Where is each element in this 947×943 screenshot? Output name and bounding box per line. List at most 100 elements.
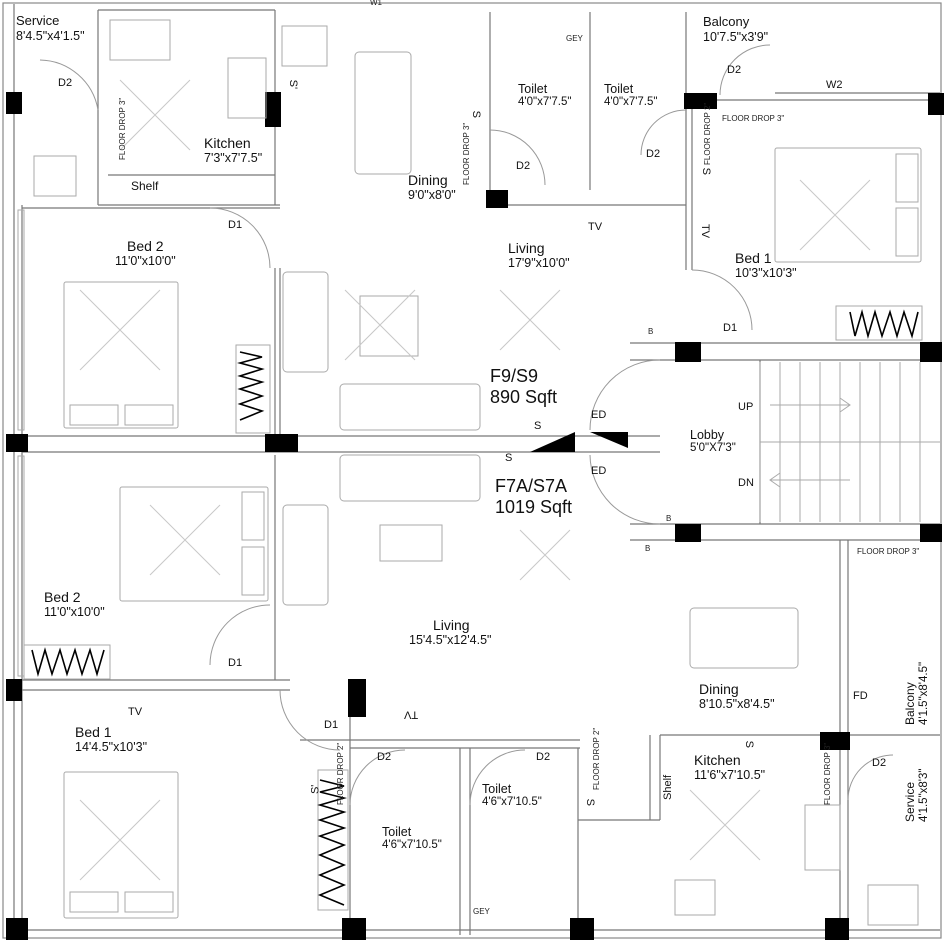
room-name: Toilet — [518, 82, 548, 96]
soil-pipe-tag: S — [469, 110, 482, 118]
door-tag: D1 — [324, 719, 339, 731]
unit-code: F7A/S7A — [495, 476, 568, 496]
lobby: Lobby 5'0"X7'3" — [690, 428, 736, 456]
switch-tag: B — [666, 514, 672, 523]
door-swings — [39, 44, 894, 806]
door-tag: D2 — [646, 148, 661, 160]
room-name: Living — [508, 240, 545, 256]
stair-up-label: UP — [738, 401, 754, 413]
tv-tag: TV — [588, 221, 603, 233]
floor-drop-tag: FLOOR DROP 3" — [722, 114, 785, 123]
room-name: Toilet — [382, 825, 412, 839]
structural-columns — [6, 92, 944, 940]
soil-pipe-tag: S — [699, 167, 712, 175]
soil-pipe-tag: S' — [287, 79, 300, 90]
room-living-upper: Living 17'9"x10'0" — [508, 240, 570, 270]
room-dims: 8'10.5"x8'4.5" — [699, 697, 775, 712]
stair-treads — [759, 362, 940, 522]
room-dims: 14'4.5"x10'3" — [75, 740, 148, 755]
door-tag-ed: ED — [591, 465, 607, 477]
unit-area: 1019 Sqft — [495, 496, 573, 517]
room-name: Balcony — [703, 14, 750, 29]
room-name: Service — [903, 781, 917, 822]
room-name: Bed 1 — [735, 250, 772, 266]
tv-tag: TV — [699, 224, 711, 239]
room-toilet-upper-a: Toilet 4'0"x7'7.5" — [518, 82, 571, 110]
room-dims: 15'4.5"x12'4.5" — [409, 633, 492, 648]
wardrobe-hatching — [31, 308, 919, 906]
room-dims: 11'6"x7'10.5" — [694, 768, 766, 783]
floor-drop-tag: FLOOR DROP 3" — [823, 742, 832, 805]
room-name: Lobby — [690, 428, 725, 442]
door-tag: D1 — [723, 322, 738, 334]
room-dims: 8'4.5"x4'1.5" — [16, 28, 85, 43]
room-name: Kitchen — [694, 752, 741, 768]
shelf-upper: Shelf — [131, 179, 159, 193]
switch-tag: B — [648, 327, 654, 336]
door-tag-ed: ED — [591, 409, 607, 421]
room-balcony-upper: Balcony 10'7.5"x3'9" — [703, 14, 769, 44]
room-dims: 4'6"x7'10.5" — [482, 796, 542, 809]
room-kitchen-lower: Kitchen 11'6"x7'10.5" — [694, 752, 765, 782]
room-name: Toilet — [482, 782, 512, 796]
room-bed1-lower: Bed 1 14'4.5"x10'3" — [75, 724, 147, 754]
room-name: Dining — [408, 172, 448, 188]
room-dims: 4'0"x7'7.5" — [604, 96, 658, 109]
room-toilet-lower-b: Toilet 4'6"x7'10.5" — [382, 825, 442, 853]
room-dining-upper: Dining 9'0"x8'0" — [408, 172, 456, 202]
room-service-lower: Service 4'1.5"x8'3" — [903, 768, 931, 822]
door-tag: D2 — [58, 77, 73, 89]
room-name: Dining — [699, 681, 739, 697]
soil-pipe-tag: S — [505, 452, 513, 464]
room-dims: 4'1.5"x8'3" — [917, 768, 930, 822]
room-bed2-lower: Bed 2 11'0"x10'0" — [44, 589, 105, 619]
room-name: Bed 2 — [44, 589, 81, 605]
room-name: Bed 1 — [75, 724, 112, 740]
soil-pipe-tag: S — [534, 420, 542, 432]
room-toilet-upper-b: Toilet 4'0"x7'7.5" — [604, 82, 657, 110]
floor-drop-tag: FLOOR DROP 2" — [703, 102, 712, 165]
floor-drop-tag: FLOOR DROP 2" — [592, 727, 601, 790]
room-bed1-upper: Bed 1 10'3"x10'3" — [735, 250, 797, 280]
furniture — [17, 19, 923, 926]
room-dims: 4'6"x7'10.5" — [382, 839, 442, 852]
door-tag: D2 — [516, 160, 531, 172]
soil-pipe-tag: S — [583, 798, 596, 806]
window-tag: W1 — [370, 0, 382, 7]
switch-tag: B — [645, 544, 651, 553]
ceiling-fans — [79, 79, 871, 881]
room-dims: 17'9"x10'0" — [508, 256, 570, 271]
floor-drop-tag: FLOOR DROP 2" — [336, 742, 345, 805]
room-dims: 10'3"x10'3" — [735, 266, 797, 281]
room-bed2-upper: Bed 2 11'0"x10'0" — [115, 238, 176, 268]
room-name: Kitchen — [204, 135, 251, 151]
room-dims: 5'0"X7'3" — [690, 442, 736, 455]
room-kitchen-upper: Kitchen 7'3"x7'7.5" — [204, 135, 262, 165]
room-name: Bed 2 — [127, 238, 164, 254]
room-dims: 9'0"x8'0" — [408, 188, 456, 203]
floor-drop-tag: FLOOR DROP 3" — [118, 97, 127, 160]
room-balcony-lower: Balcony 4'1.5"x8'4.5" — [903, 662, 931, 725]
room-name: Service — [16, 13, 60, 28]
floor-drop-tag: FLOOR DROP 3" — [462, 122, 471, 185]
unit-area: 890 Sqft — [490, 386, 558, 407]
room-name: Toilet — [604, 82, 634, 96]
room-dims: 10'7.5"x3'9" — [703, 29, 769, 44]
unit-label-upper: F9/S9 890 Sqft — [490, 366, 557, 407]
room-service-upper: Service 8'4.5"x4'1.5" — [16, 13, 85, 43]
door-tag: D2 — [377, 751, 392, 763]
room-dims: 11'0"x10'0" — [115, 254, 176, 269]
room-toilet-lower-a: Toilet 4'6"x7'10.5" — [482, 782, 542, 810]
soil-pipe-tag: S — [742, 740, 755, 748]
floor-drop-tag: FLOOR DROP 3" — [857, 547, 920, 556]
tv-tag: TV — [128, 706, 143, 718]
door-tag-fd: FD — [853, 690, 868, 702]
geyser-tag: GEY — [566, 34, 583, 43]
room-dining-lower: Dining 8'10.5"x8'4.5" — [699, 681, 775, 711]
unit-label-lower: F7A/S7A 1019 Sqft — [495, 476, 572, 517]
door-tag: D2 — [727, 64, 742, 76]
room-dims: 7'3"x7'7.5" — [204, 151, 263, 166]
shelf-lower: Shelf — [662, 774, 674, 800]
geyser-tag: GEY — [473, 907, 490, 916]
